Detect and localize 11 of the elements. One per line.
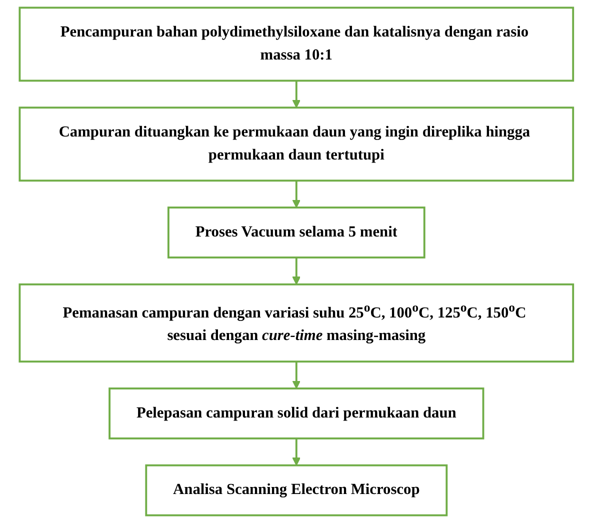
arrow — [292, 362, 300, 389]
node-box: Pelepasan campuran solid dari permukaan daun — [108, 388, 484, 440]
arrow — [292, 180, 300, 208]
arrow — [292, 258, 300, 285]
node-box: Pemanasan campuran dengan variasi suhu 25$^{o}$C, 100$^{o}$C, 125$^{o}$C, 150$^{o}$C sesuai dengan cure-time masing-masing — [18, 283, 574, 363]
node-box: Campuran dituangkan ke permukaan daun yang ingin direplika hingga permukaan daun tertutupi — [18, 106, 574, 182]
node-box: Analisa Scanning Electron Microscop — [144, 464, 448, 516]
node-box: Proses Vacuum selama 5 menit — [167, 206, 425, 258]
arrow — [292, 438, 300, 466]
arrow — [292, 80, 300, 108]
node-box: Pencampuran bahan polydimethylsiloxane dan katalisnya dengan rasio massa 10:1 — [18, 6, 574, 82]
